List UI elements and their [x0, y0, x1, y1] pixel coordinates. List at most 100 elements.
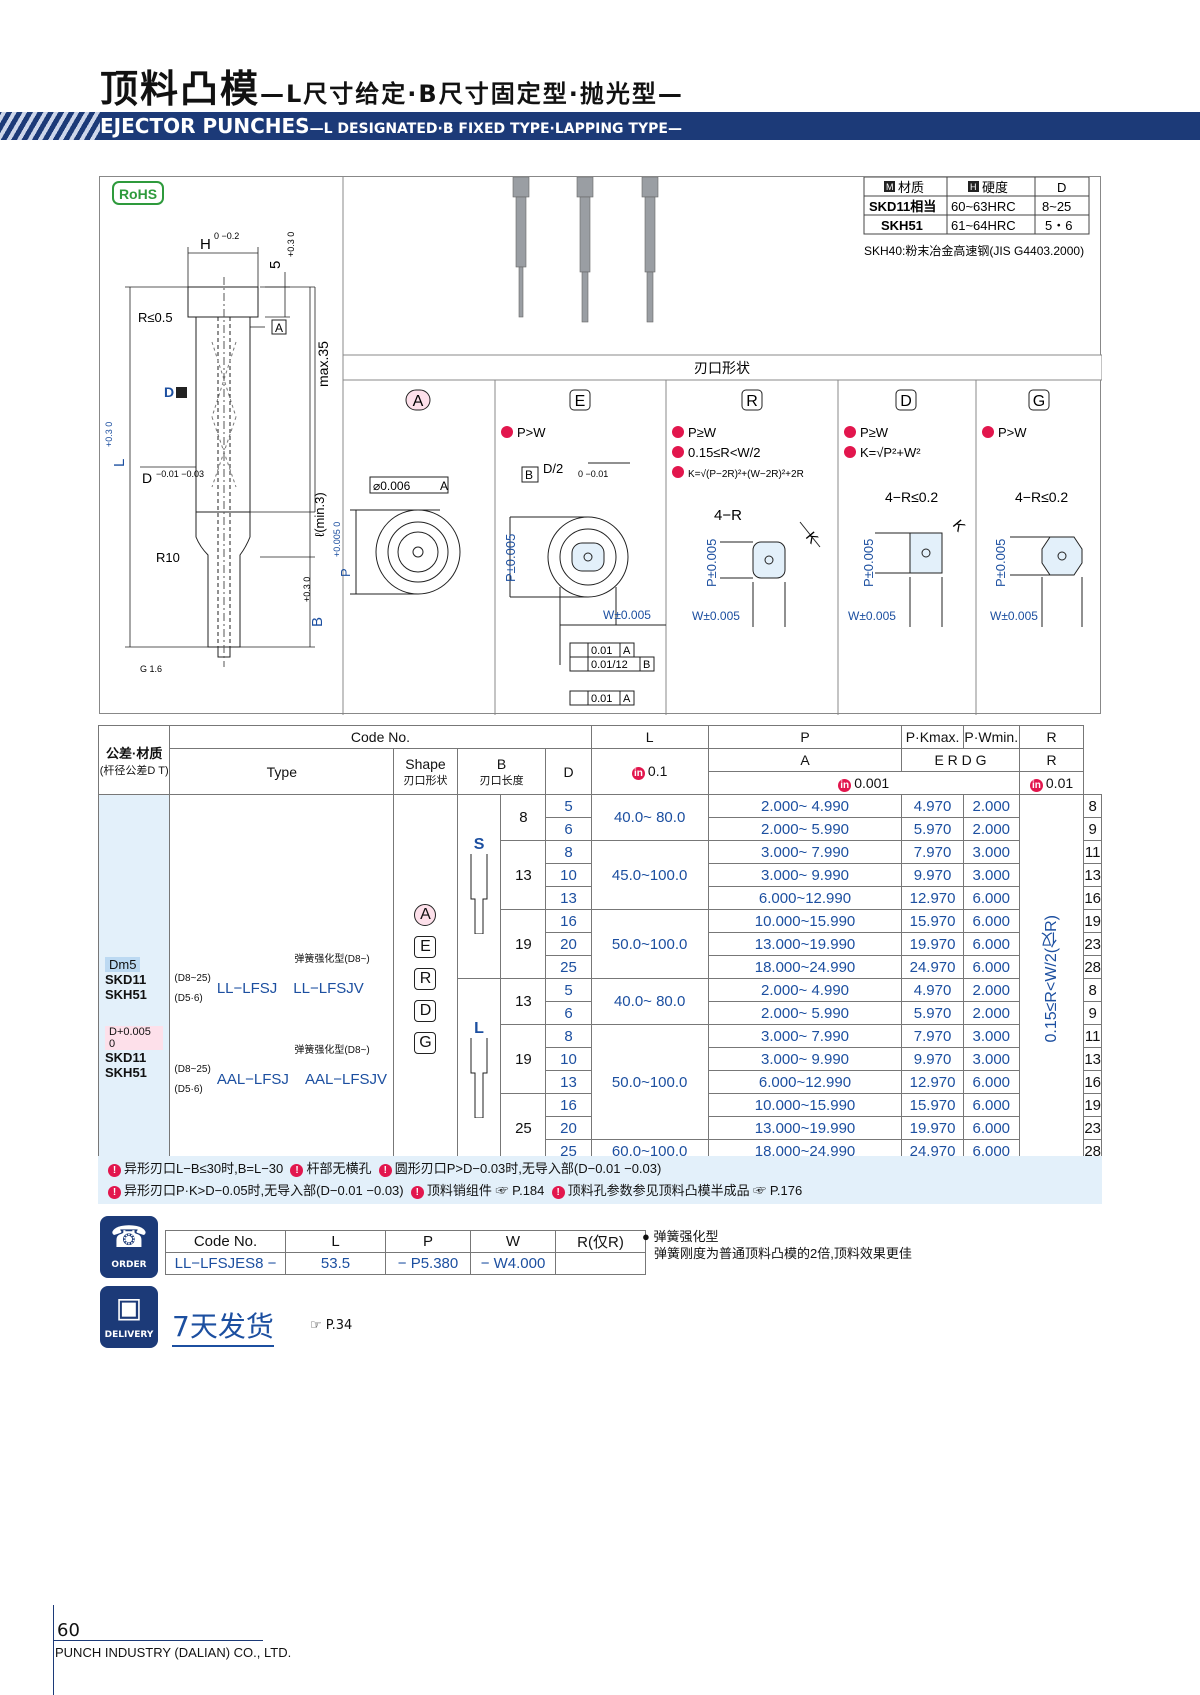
l-cell: 40.0~ 80.0: [590, 794, 709, 841]
order-v-l: 53.5: [285, 1252, 386, 1275]
dim-lmin: ℓ(min.3): [312, 492, 327, 537]
drawing-svg: RoHS H 0 −0.2 5 +0.3 0 R≤0.5 A max.35 D …: [104, 176, 1103, 715]
th-p-shapes: A: [707, 748, 903, 772]
shape-a-letter: A: [413, 393, 424, 410]
th-tol-mat-sub: (杆径公差D T): [99, 764, 169, 777]
pk-cell: 4.970: [901, 978, 964, 1002]
pw-cell: 6.000: [962, 886, 1020, 910]
mat-row2-name: SKH51: [881, 218, 923, 233]
dim-g16: G 1.6: [140, 664, 162, 674]
p-cell: 10.000~15.990: [707, 1093, 903, 1117]
order-v-r: [555, 1252, 646, 1275]
delivery-page[interactable]: ☞ P.34: [310, 1318, 353, 1333]
shape-g-p: P±0.005: [993, 539, 1008, 587]
pk-cell: 12.970: [901, 1070, 964, 1094]
d-cell: 20: [545, 932, 592, 956]
l-cell: 40.0~ 80.0: [590, 978, 709, 1025]
h-cell: 19: [1083, 1093, 1102, 1117]
p-cell: 6.000~12.990: [707, 886, 903, 910]
pw-cell: 6.000: [962, 909, 1020, 933]
note-6-page[interactable]: P.176: [769, 1183, 803, 1198]
l-cell: 45.0~100.0: [590, 840, 709, 910]
pk-cell: 19.970: [901, 1116, 964, 1140]
mat-row1-hard: 60~63HRC: [951, 199, 1016, 214]
datum-a-label: A: [275, 321, 283, 335]
h-cell: 16: [1083, 886, 1102, 910]
rohs-label: RoHS: [119, 186, 157, 202]
shape-g-note-1: P>W: [998, 425, 1027, 440]
shape-letter-a: A: [414, 903, 437, 926]
mat-header: 材质: [898, 180, 924, 195]
pw-cell: 6.000: [962, 1116, 1020, 1140]
dim-h: H: [200, 236, 211, 253]
note-1: 异形刃口L−B≤30时,B=L−30: [124, 1161, 284, 1176]
punch-photos: [512, 176, 659, 323]
pk-cell: 4.970: [901, 794, 964, 818]
conc-tol: ⌀0.006: [373, 479, 411, 493]
banner-stripes: [0, 112, 100, 140]
p-cell: 3.000~ 7.990: [707, 1024, 903, 1048]
p-cell: 3.000~ 7.990: [707, 840, 903, 864]
notes-box: !异形刃口L−B≤30时,B=L−30 !杆部无横孔 !圆形刃口P>D−0.03…: [98, 1156, 1102, 1204]
tip-type-icon: [470, 853, 488, 934]
b-cell: 25: [500, 1093, 547, 1163]
shape-g-letter: G: [1033, 393, 1045, 410]
page-title: 顶料凸模—L尺寸给定·B尺寸固定型·抛光型—: [100, 67, 684, 111]
pk-cell: 9.970: [901, 863, 964, 887]
d-cell: 6: [545, 817, 592, 841]
pk-cell: 9.970: [901, 1047, 964, 1071]
pw-cell: 2.000: [962, 817, 1020, 841]
d-cell: 25: [545, 955, 592, 979]
pk-cell: 12.970: [901, 886, 964, 910]
b-cell: 13: [500, 978, 547, 1025]
d-cell: 8: [545, 1024, 592, 1048]
pw-cell: 6.000: [962, 1093, 1020, 1117]
th-p: P: [707, 725, 903, 749]
h-cell: 19: [1083, 909, 1102, 933]
pk-cell: 24.970: [901, 955, 964, 979]
note-2: 杆部无横孔: [306, 1161, 372, 1176]
shape-letters: A E R D G: [405, 389, 1050, 411]
shape-d-p: P±0.005: [861, 539, 876, 587]
h-cell: 11: [1083, 1024, 1102, 1048]
svg-text:M: M: [886, 182, 894, 192]
dim-d2-tol: 0 −0.01: [578, 469, 608, 479]
shape-g-w: W±0.005: [990, 609, 1038, 623]
shape-r-note-2: 0.15≤R<W/2: [688, 445, 761, 460]
note-5-page[interactable]: P.184: [512, 1183, 545, 1198]
pk-cell: 7.970: [901, 1024, 964, 1048]
dim-five-tol: +0.3 0: [286, 232, 296, 257]
pw-cell: 6.000: [962, 1070, 1020, 1094]
pk-cell: 5.970: [901, 817, 964, 841]
note-3: 圆形刃口P>D−0.03时,无导入部(D−0.01 −0.03): [394, 1161, 662, 1176]
tol-1-datum: A: [623, 645, 631, 657]
th-type: Type: [169, 748, 395, 795]
th-d: D: [545, 748, 592, 795]
pk-cell: 15.970: [901, 909, 964, 933]
p-cell: 10.000~15.990: [707, 909, 903, 933]
delivery-icon: ▣DELIVERY: [100, 1286, 158, 1348]
th-b: B: [496, 755, 507, 772]
shape-letter-e: E: [414, 935, 437, 958]
datum-b-box: [521, 466, 539, 483]
th-pk: P·Kmax.: [901, 725, 964, 749]
d-cell: 6: [545, 1001, 592, 1025]
p-cell: 2.000~ 4.990: [707, 978, 903, 1002]
l-cell: 50.0~100.0: [590, 1024, 709, 1140]
p-cell: 2.000~ 5.990: [707, 1001, 903, 1025]
d-cell: 10: [545, 1047, 592, 1071]
dim-d: D: [142, 470, 152, 486]
pw-cell: 6.000: [962, 955, 1020, 979]
order-h-p: P: [385, 1230, 471, 1253]
order-h-code: Code No.: [165, 1230, 286, 1253]
b-cell: 8: [500, 794, 547, 841]
th-l-inc: 0.1: [647, 763, 668, 779]
order-note: ● 弹簧强化型 弹簧刚度为普通顶料凸模的2倍,顶料效果更佳: [642, 1229, 912, 1261]
rohs-badge: [112, 181, 164, 205]
